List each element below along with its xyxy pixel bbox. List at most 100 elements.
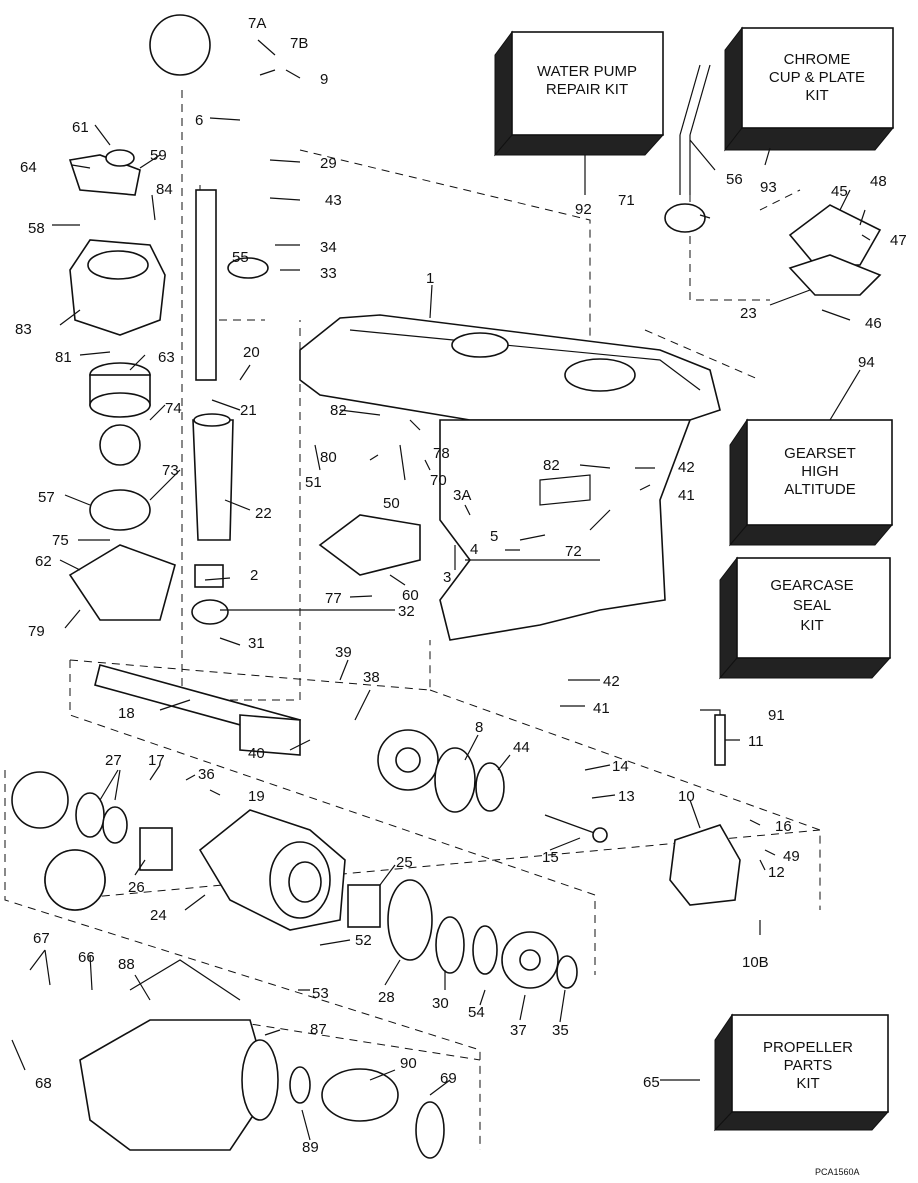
part-label-42: 42 xyxy=(678,459,695,476)
part-label-23: 23 xyxy=(740,305,757,322)
part-label-21: 21 xyxy=(240,402,257,419)
figure-reference-code: PCA1560A xyxy=(815,1167,860,1177)
assembly-dashed-lines xyxy=(4,90,821,1150)
part-label-94: 94 xyxy=(858,354,875,371)
part-label-69: 69 xyxy=(440,1070,457,1087)
part-label-2: 2 xyxy=(250,567,258,584)
part-label-53: 53 xyxy=(312,985,329,1002)
kit-label-line: GEARSET xyxy=(784,445,856,462)
part-label-1: 1 xyxy=(426,270,434,287)
part-label-20: 20 xyxy=(243,344,260,361)
impeller-plate xyxy=(68,544,176,621)
part-label-18: 18 xyxy=(118,705,135,722)
kit-label-line: PROPELLER xyxy=(763,1039,853,1056)
part-label-25: 25 xyxy=(396,854,413,871)
cover-plate xyxy=(788,204,882,296)
part-label-89: 89 xyxy=(302,1139,319,1156)
water-pump-housing xyxy=(68,149,166,336)
part-label-62: 62 xyxy=(35,553,52,570)
part-label-67: 67 xyxy=(33,930,50,947)
part-label-91: 91 xyxy=(768,707,785,724)
part-label-6: 6 xyxy=(195,112,203,129)
part-label-93: 93 xyxy=(760,179,777,196)
part-number-labels: 7A 7B 9 6 29 43 34 33 55 61 64 59 84 58 … xyxy=(15,15,907,1156)
water-tube xyxy=(664,64,711,233)
part-label-38: 38 xyxy=(363,669,380,686)
trim-tab xyxy=(318,514,421,576)
part-label-41b: 41 xyxy=(593,700,610,717)
shift-rod-parts xyxy=(544,709,726,843)
part-label-48: 48 xyxy=(870,173,887,190)
part-label-66: 66 xyxy=(78,949,95,966)
kit-label-line: SEAL xyxy=(793,597,831,614)
part-label-92: 92 xyxy=(575,201,592,218)
part-label-65: 65 xyxy=(643,1074,660,1091)
part-label-87: 87 xyxy=(310,1021,327,1038)
kit-label-line: WATER PUMP xyxy=(537,63,637,80)
bearing-housing xyxy=(198,809,346,931)
part-label-46: 46 xyxy=(865,315,882,332)
part-label-4: 4 xyxy=(470,541,478,558)
part-label-15: 15 xyxy=(542,849,559,866)
part-label-26: 26 xyxy=(128,879,145,896)
part-label-14: 14 xyxy=(612,758,629,775)
part-label-30: 30 xyxy=(432,995,449,1012)
kit-label-line: KIT xyxy=(796,1075,819,1092)
part-label-88: 88 xyxy=(118,956,135,973)
part-label-7b: 7B xyxy=(290,35,308,52)
part-label-40: 40 xyxy=(248,745,265,762)
part-label-78: 78 xyxy=(433,445,450,462)
part-label-49: 49 xyxy=(783,848,800,865)
part-label-90: 90 xyxy=(400,1055,417,1072)
impeller-and-cup xyxy=(89,362,151,531)
part-label-63: 63 xyxy=(158,349,175,366)
part-label-19: 19 xyxy=(248,788,265,805)
part-label-32: 32 xyxy=(398,603,415,620)
part-label-82: 82 xyxy=(330,402,347,419)
part-label-10b: 10B xyxy=(742,954,769,971)
part-label-28: 28 xyxy=(378,989,395,1006)
part-label-74: 74 xyxy=(165,400,182,417)
kit-label-line: REPAIR KIT xyxy=(546,81,628,98)
kit-label-line: ALTITUDE xyxy=(784,481,855,498)
part-label-5: 5 xyxy=(490,528,498,545)
part-label-47: 47 xyxy=(890,232,907,249)
part-label-82b: 82 xyxy=(543,457,560,474)
part-label-42b: 42 xyxy=(603,673,620,690)
gearcase-seal-kit-box: GEARCASE SEAL KIT xyxy=(718,556,892,680)
part-label-35: 35 xyxy=(552,1022,569,1039)
part-label-33: 33 xyxy=(320,265,337,282)
leader-lines xyxy=(11,39,871,1141)
part-label-73: 73 xyxy=(162,462,179,479)
forward-gear xyxy=(377,729,439,791)
part-label-3: 3 xyxy=(443,569,451,586)
part-label-39: 39 xyxy=(335,644,352,661)
drive-shaft xyxy=(192,189,234,541)
part-label-45: 45 xyxy=(831,183,848,200)
part-label-7a: 7A xyxy=(248,15,266,32)
part-label-64: 64 xyxy=(20,159,37,176)
gearset-high-altitude-kit-box: GEARSET HIGH ALTITUDE xyxy=(728,418,894,547)
detail-circles xyxy=(44,14,211,911)
part-label-16: 16 xyxy=(775,818,792,835)
propeller-shaft xyxy=(94,664,301,756)
part-label-84: 84 xyxy=(156,181,173,198)
part-label-68: 68 xyxy=(35,1075,52,1092)
part-label-52: 52 xyxy=(355,932,372,949)
part-label-55: 55 xyxy=(232,249,249,266)
part-label-44: 44 xyxy=(513,739,530,756)
kit-label-line: CHROME xyxy=(784,51,851,68)
part-label-12: 12 xyxy=(768,864,785,881)
part-label-24: 24 xyxy=(150,907,167,924)
kit-label-line: GEARCASE xyxy=(770,577,853,594)
part-label-83: 83 xyxy=(15,321,32,338)
shift-housing xyxy=(669,824,741,906)
part-label-3a: 3A xyxy=(453,487,471,504)
part-label-72: 72 xyxy=(565,543,582,560)
part-label-54: 54 xyxy=(468,1004,485,1021)
part-label-17: 17 xyxy=(148,752,165,769)
kit-label-line: PARTS xyxy=(784,1057,833,1074)
part-label-81: 81 xyxy=(55,349,72,366)
part-label-70: 70 xyxy=(430,472,447,489)
part-label-9: 9 xyxy=(320,71,328,88)
